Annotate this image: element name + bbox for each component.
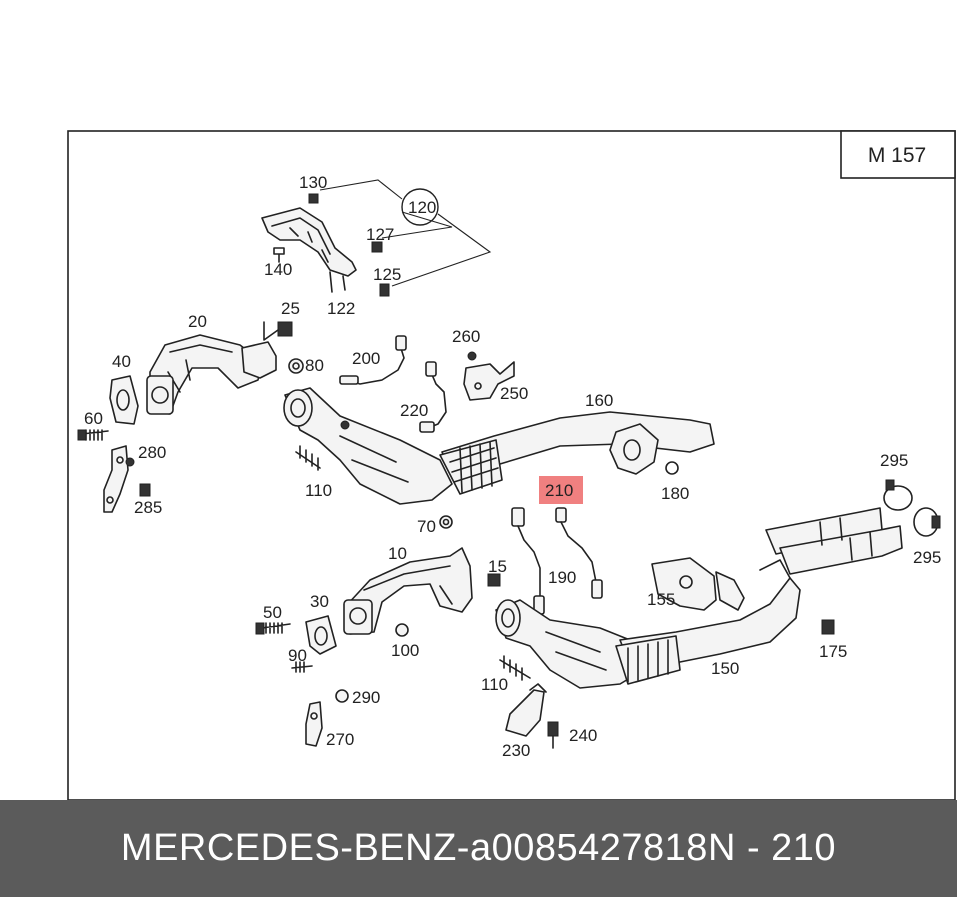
clamps-295	[883, 479, 941, 537]
oxygen-sensor-200	[339, 335, 407, 385]
catalytic-converter-lower	[495, 599, 641, 689]
label-80: 80	[305, 356, 324, 375]
label-70: 70	[417, 517, 436, 536]
footer-separator: -	[456, 827, 470, 869]
label-200: 200	[352, 349, 380, 368]
gasket-40	[109, 375, 139, 425]
heat-shield-155	[651, 557, 745, 611]
diagram-frame	[67, 130, 956, 800]
label-260: 260	[452, 327, 480, 346]
label-150: 150	[711, 659, 739, 678]
nut-70	[439, 515, 453, 529]
label-230: 230	[502, 741, 530, 760]
bolt-110-lower	[499, 655, 531, 681]
bolt-25-nut-80	[263, 321, 304, 374]
footer-caption: MERCEDES-BENZ - a0085427818 N - 210	[0, 800, 957, 897]
label-20: 20	[188, 312, 207, 331]
engine-code-box	[840, 130, 956, 179]
catalytic-converter-upper	[283, 387, 453, 505]
label-120: 120	[408, 198, 436, 217]
bolt-175	[821, 619, 835, 635]
label-110-upper: 110	[305, 481, 332, 500]
label-122: 122	[327, 299, 355, 318]
label-100: 100	[391, 641, 419, 660]
label-25: 25	[281, 299, 300, 318]
label-295-lower: 295	[913, 548, 941, 567]
pipe-160	[295, 411, 715, 495]
oxygen-sensor-190	[511, 507, 545, 615]
bolts-50-90-100	[255, 622, 409, 673]
oxygen-sensor-210	[555, 507, 603, 599]
label-140: 140	[264, 260, 292, 279]
bracket-250	[463, 351, 515, 401]
label-10: 10	[388, 544, 407, 563]
label-127: 127	[366, 225, 394, 244]
label-175: 175	[819, 642, 847, 661]
label-250: 250	[500, 384, 528, 403]
label-270: 270	[326, 730, 354, 749]
label-155: 155	[647, 590, 675, 609]
label-290: 290	[352, 688, 380, 707]
highlight-210	[539, 476, 583, 504]
footer-position: N - 210	[707, 827, 837, 869]
label-130: 130	[299, 173, 327, 192]
footer-brand: MERCEDES-BENZ	[120, 827, 457, 869]
label-190: 190	[548, 568, 576, 587]
callout-labels: 130 120 127 125 140 122 20 25 40 80 200 …	[84, 173, 941, 760]
front-pipe-10	[343, 547, 473, 635]
ref-circle-120	[401, 188, 439, 226]
bracket-270-nut-290	[305, 689, 349, 747]
label-30: 30	[310, 592, 329, 611]
pipe-150	[615, 559, 801, 685]
bolts-60-280-285	[77, 429, 151, 513]
label-90: 90	[288, 646, 307, 665]
heat-shield-bracket-group	[261, 179, 492, 297]
label-40: 40	[112, 352, 131, 371]
label-60: 60	[84, 409, 103, 428]
gasket-30	[305, 615, 337, 655]
label-280: 280	[138, 443, 166, 462]
bracket-230-bolt-240	[505, 683, 559, 749]
exhaust-parts-diagram: M 157	[67, 130, 956, 800]
footer-part-number: a0085427818	[469, 827, 708, 869]
label-180: 180	[661, 484, 689, 503]
tailpipes	[765, 507, 903, 575]
label-15: 15	[488, 557, 507, 576]
engine-code: M 157	[868, 144, 926, 167]
label-295-upper: 295	[880, 451, 908, 470]
label-240: 240	[569, 726, 597, 745]
label-125: 125	[373, 265, 401, 284]
oxygen-sensor-220	[419, 361, 447, 433]
label-210: 210	[545, 481, 573, 500]
footer-bar: MERCEDES-BENZ - a0085427818 N - 210	[0, 800, 957, 897]
label-160: 160	[585, 391, 613, 410]
bolt-15	[487, 573, 501, 587]
label-220: 220	[400, 401, 428, 420]
front-pipe-20	[146, 334, 277, 415]
label-110-lower: 110	[481, 675, 508, 694]
label-50: 50	[263, 603, 282, 622]
label-285: 285	[134, 498, 162, 517]
